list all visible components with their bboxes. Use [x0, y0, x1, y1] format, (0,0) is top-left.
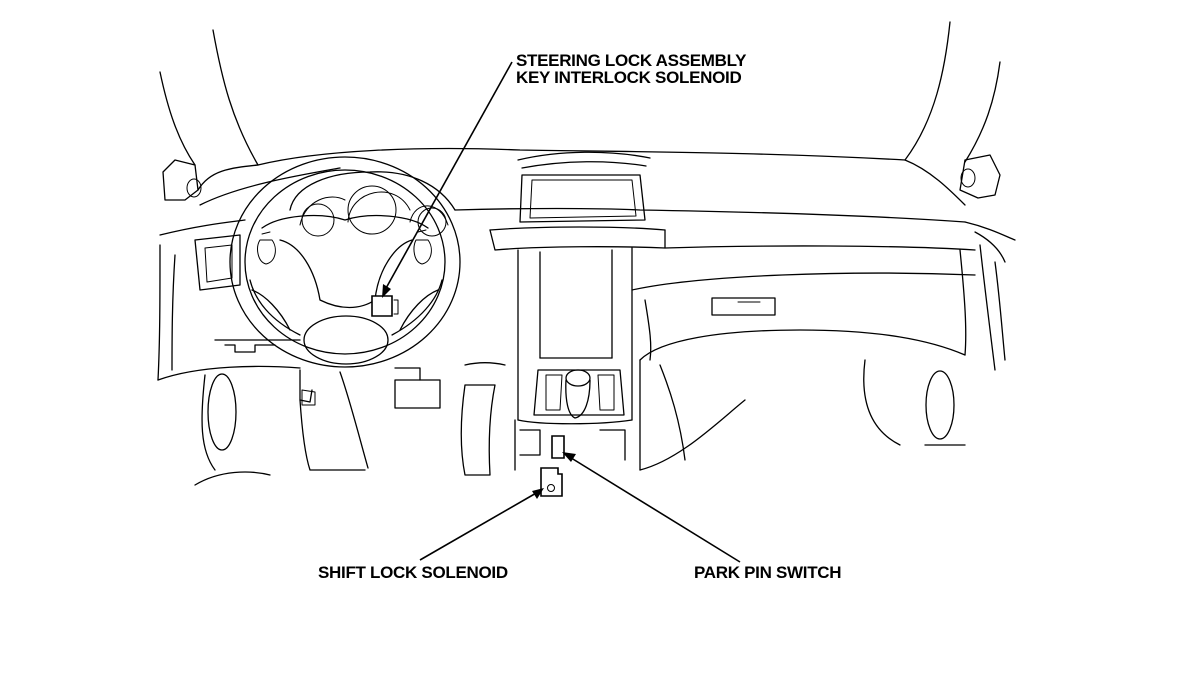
left-a-pillar — [159, 29, 259, 201]
label-steering-lock-assembly: STEERING LOCK ASSEMBLY — [516, 51, 747, 70]
callout-park-pin — [562, 452, 741, 563]
steering-lock-solenoid-part — [371, 295, 399, 317]
label-shift-lock-solenoid: SHIFT LOCK SOLENOID — [318, 563, 508, 582]
instrument-cluster — [289, 171, 456, 237]
dashboard-top — [159, 147, 1016, 263]
right-dash-panel — [631, 244, 1006, 471]
pedal-area — [299, 362, 506, 476]
shift-lock-solenoid-part — [540, 467, 563, 497]
callout-shift-lock — [419, 488, 544, 561]
label-park-pin-switch: PARK PIN SWITCH — [694, 563, 841, 582]
right-a-pillar — [904, 21, 1001, 199]
park-pin-switch-part — [551, 435, 565, 459]
callout-steering-lock — [382, 61, 513, 298]
left-dash-panel — [157, 234, 301, 486]
steering-wheel — [229, 156, 461, 368]
label-key-interlock-solenoid: KEY INTERLOCK SOLENOID — [516, 68, 741, 87]
center-console — [489, 174, 666, 471]
